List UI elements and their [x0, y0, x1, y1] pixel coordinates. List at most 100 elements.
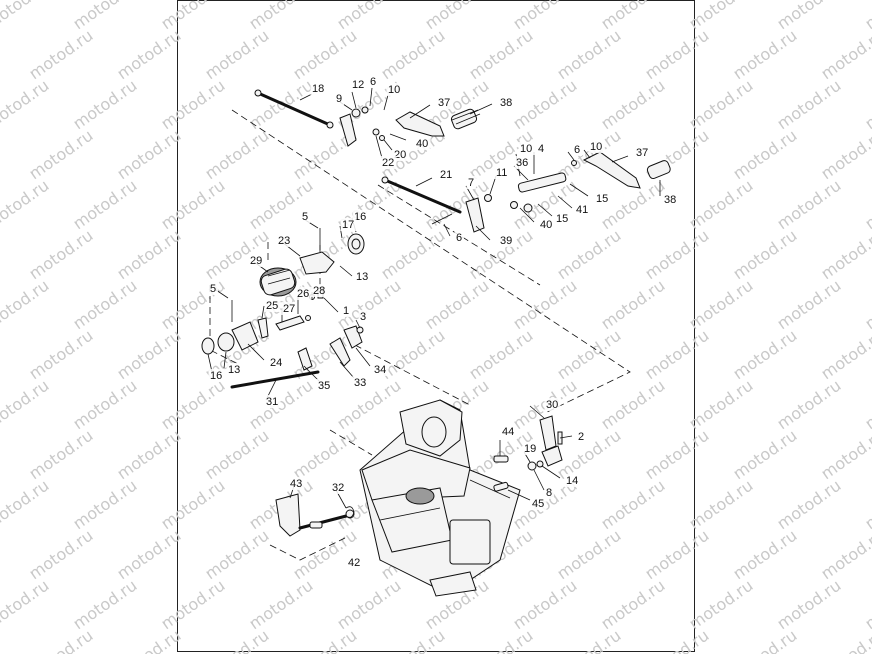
- watermark-text: motod.ru: [553, 426, 624, 484]
- watermark-text: motod.ru: [553, 526, 624, 584]
- watermark-text: motod.ru: [729, 526, 800, 584]
- watermark-text: motod.ru: [465, 626, 536, 654]
- watermark-text: motod.ru: [289, 526, 360, 584]
- watermark-text: motod.ru: [201, 626, 272, 654]
- callout-background: [352, 376, 369, 389]
- watermark-text: motod.ru: [245, 576, 316, 634]
- callout-number-43: 43: [290, 478, 302, 490]
- callout-number-23: 23: [278, 235, 290, 247]
- watermark-text: motod.ru: [201, 126, 272, 184]
- callout-number-10: 10: [388, 84, 400, 96]
- callout-background: [466, 176, 476, 189]
- watermark-text: motod.ru: [157, 76, 228, 134]
- watermark-text: motod.ru: [25, 226, 96, 284]
- callout-number-11: 11: [496, 167, 507, 179]
- watermark-text: motod.ru: [729, 426, 800, 484]
- callout-number-16: 16: [354, 211, 366, 223]
- watermark-text: motod.ru: [201, 426, 272, 484]
- watermark-text: motod.ru: [0, 76, 52, 134]
- callout-background: [544, 398, 561, 411]
- watermark-text: motod.ru: [333, 376, 404, 434]
- callout-background: [574, 203, 591, 216]
- watermark-text: motod.ru: [25, 426, 96, 484]
- watermark-text: motod.ru: [157, 476, 228, 534]
- watermark-text: motod.ru: [729, 326, 800, 384]
- watermark-text: motod.ru: [509, 276, 580, 334]
- watermark-text: motod.ru: [245, 176, 316, 234]
- watermark-text: motod.ru: [25, 126, 96, 184]
- callout-number-29: 29: [250, 255, 262, 267]
- callout-number-19: 19: [524, 443, 536, 455]
- callout-background: [380, 156, 397, 169]
- callout-background: [276, 234, 293, 247]
- callout-number-6: 6: [370, 76, 376, 88]
- callout-background: [438, 168, 455, 181]
- callout-number-10: 10: [520, 143, 532, 155]
- callout-background: [544, 486, 554, 499]
- callout-number-15: 15: [596, 193, 608, 205]
- callout-number-35: 35: [318, 380, 330, 392]
- watermark-text: motod.ru: [773, 376, 844, 434]
- callout-number-28: 28: [313, 285, 325, 297]
- callout-background: [300, 210, 310, 223]
- watermark-text: motod.ru: [289, 426, 360, 484]
- shift-rod-front: [254, 89, 334, 129]
- watermark-text: motod.ru: [597, 76, 668, 134]
- callout-background: [226, 363, 243, 376]
- callout-background: [372, 363, 389, 376]
- callout-background: [354, 270, 371, 283]
- callout-background: [350, 78, 367, 91]
- callout-background: [498, 234, 515, 247]
- callout-number-5: 5: [302, 211, 308, 223]
- callout-number-8: 8: [546, 487, 552, 499]
- callout-number-9: 9: [336, 93, 342, 105]
- watermark-text: motod.ru: [861, 276, 872, 334]
- watermark-text: motod.ru: [685, 376, 756, 434]
- callout-number-5: 5: [210, 283, 216, 295]
- watermark-text: motod.ru: [289, 26, 360, 84]
- callout-background: [576, 430, 586, 443]
- watermark-text: motod.ru: [113, 326, 184, 384]
- callout-number-38: 38: [664, 194, 676, 206]
- watermark-text: motod.ru: [685, 76, 756, 134]
- watermark-text: motod.ru: [729, 626, 800, 654]
- callout-background: [414, 137, 431, 150]
- watermark-text: motod.ru: [201, 526, 272, 584]
- callout-background: [334, 92, 344, 105]
- callout-number-27: 27: [283, 303, 295, 315]
- watermark-text: motod.ru: [641, 626, 712, 654]
- watermark-text: motod.ru: [861, 176, 872, 234]
- watermark-text: motod.ru: [641, 426, 712, 484]
- callout-background: [494, 166, 511, 179]
- callout-number-1: 1: [343, 305, 349, 317]
- watermark-text: motod.ru: [0, 0, 52, 33]
- callout-background: [634, 146, 651, 159]
- callout-background: [500, 425, 517, 438]
- watermark-text: motod.ru: [817, 426, 872, 484]
- watermark-text: motod.ru: [333, 576, 404, 634]
- callout-background: [588, 140, 605, 153]
- watermark-text: motod.ru: [817, 26, 872, 84]
- shift-forks: [230, 325, 364, 389]
- watermark-text: motod.ru: [685, 476, 756, 534]
- callout-background: [538, 218, 555, 231]
- watermark-text: motod.ru: [773, 176, 844, 234]
- watermark-text: motod.ru: [113, 626, 184, 654]
- watermark-text: motod.ru: [201, 26, 272, 84]
- watermark-text: motod.ru: [553, 626, 624, 654]
- watermark-text: motod.ru: [641, 26, 712, 84]
- callout-number-13: 13: [356, 271, 368, 283]
- callout-background: [208, 369, 225, 382]
- watermark-text: motod.ru: [113, 126, 184, 184]
- watermark-text: motod.ru: [773, 276, 844, 334]
- watermark-text: motod.ru: [157, 376, 228, 434]
- callout-number-38: 38: [500, 97, 512, 109]
- watermark-text: motod.ru: [597, 576, 668, 634]
- callout-background: [264, 395, 281, 408]
- callout-number-32: 32: [332, 482, 344, 494]
- watermark-text: motod.ru: [0, 276, 52, 334]
- callout-number-12: 12: [352, 79, 364, 91]
- callout-number-42: 42: [348, 557, 360, 569]
- watermark-text: motod.ru: [641, 226, 712, 284]
